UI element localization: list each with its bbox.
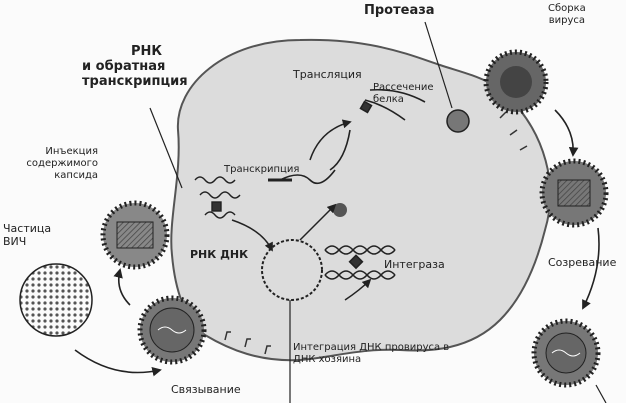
leader-maturation	[595, 384, 607, 403]
virion-maturing-1	[539, 158, 609, 228]
leader-rna-rt	[149, 107, 183, 189]
label-rna-dna: РНК ДНК	[190, 248, 249, 261]
arrow-to-integration	[299, 203, 337, 241]
label-integrase: Интеграза	[384, 258, 445, 271]
label-provirus-integration: Интеграция ДНК провируса в ДНК хозяина	[293, 342, 450, 365]
label-rna-rt: РНК и обратная транскрипция	[82, 44, 188, 89]
arrow-transcription	[309, 119, 352, 161]
label-maturation: Созревание	[548, 256, 617, 269]
virion-binding	[137, 295, 207, 365]
label-assembly: Сборка вируса	[548, 3, 586, 26]
arrow-particle-to-binding	[74, 349, 162, 377]
label-capsid-injection: Инъекция содержимого капсида	[26, 146, 98, 181]
translation-strands	[268, 88, 426, 185]
label-translation: Трансляция	[293, 68, 362, 81]
arrow-maturation-down	[582, 227, 600, 310]
hiv-particle	[19, 263, 93, 337]
arrow-binding-to-injection	[113, 268, 131, 306]
leader-protease	[424, 21, 453, 109]
receptors	[224, 111, 528, 355]
viral-rna-strands	[194, 176, 241, 219]
virion-assembly	[483, 49, 549, 115]
virion-injection	[100, 200, 170, 270]
label-binding: Связывание	[171, 383, 241, 396]
arrow-to-dna	[231, 219, 273, 252]
virion-mature	[531, 318, 601, 388]
arrow-integration-up	[344, 278, 372, 301]
budding-particle	[446, 109, 470, 133]
integrase-particle	[333, 203, 347, 217]
rna-dna-circle	[261, 239, 323, 301]
label-protease: Протеаза	[364, 3, 435, 18]
label-transcription: Транскрипция	[224, 164, 300, 175]
label-hiv-particle: Частица ВИЧ	[3, 222, 52, 248]
label-protein-cleavage: Рассечение белка	[373, 82, 434, 105]
host-dna-helix	[324, 245, 396, 280]
arrow-assembly-to-maturation	[554, 109, 579, 157]
